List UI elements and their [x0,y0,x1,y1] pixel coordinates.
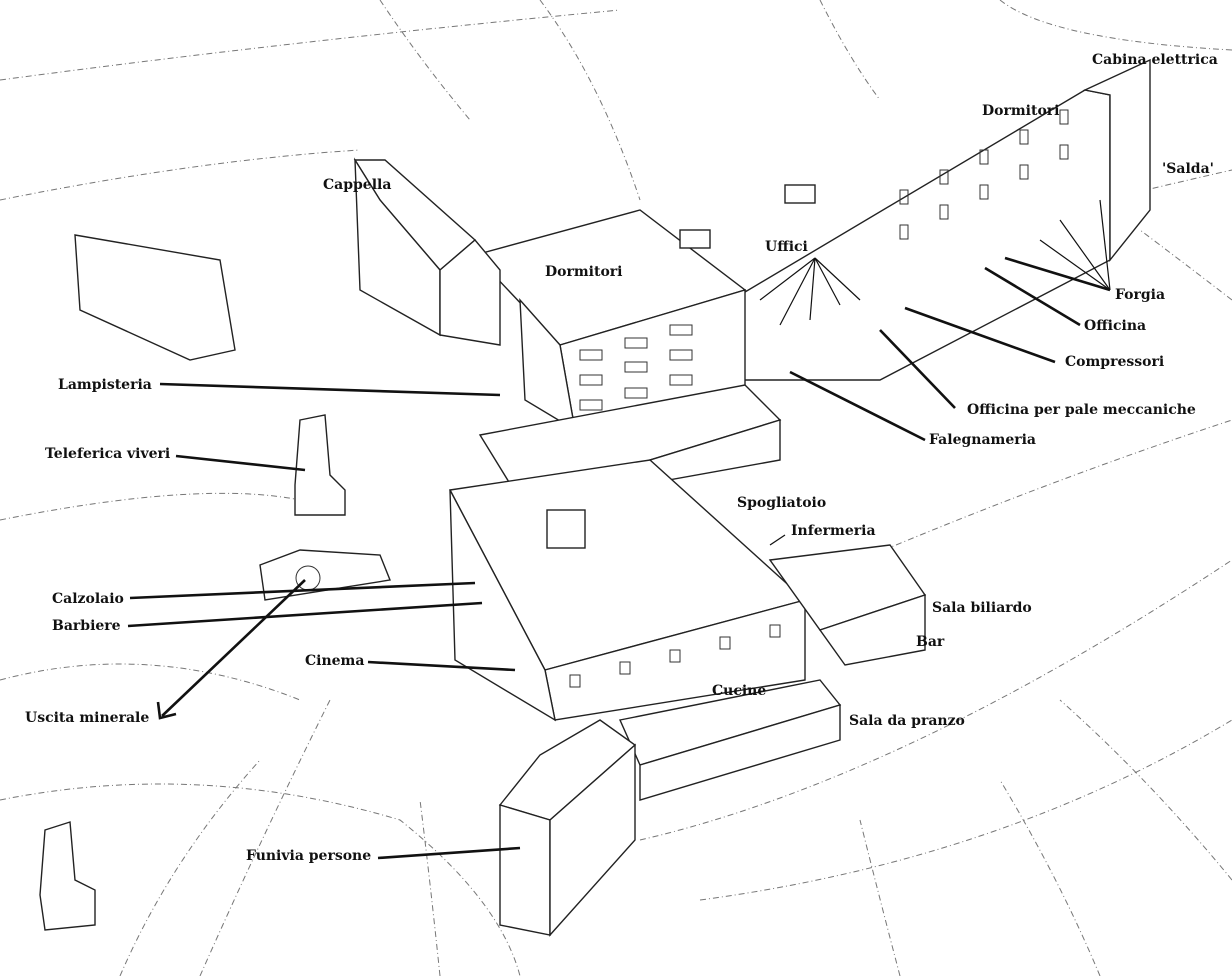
label-cinema: Cinema [305,653,365,669]
label-funivia-persone: Funivia persone [246,848,372,864]
buildings [39,58,1151,937]
label-barbiere: Barbiere [52,618,121,634]
label-forgia: Forgia [1115,287,1166,303]
label-teleferica-viveri: Teleferica viveri [45,446,171,462]
label-officina: Officina [1084,318,1147,334]
label-cabina-elettrica: Cabina elettrica [1092,52,1218,68]
label-compressori: Compressori [1065,354,1165,370]
label-uscita-minerale: Uscita minerale [25,710,150,726]
label-dormitori-main: Dormitori [545,264,623,280]
leader-lines [127,199,1111,860]
label-sala-da-pranzo: Sala da pranzo [849,713,965,729]
label-calzolaio: Calzolaio [52,591,124,607]
label-salda: 'Salda' [1162,161,1214,177]
label-spogliatoio: Spogliatoio [737,495,827,511]
label-cappella: Cappella [323,177,392,193]
label-falegnameria: Falegnameria [929,432,1036,448]
label-uffici: Uffici [765,239,808,255]
label-dormitori-upper: Dormitori [982,103,1060,119]
label-cucine: Cucine [712,683,767,699]
label-sala-biliardo: Sala biliardo [932,600,1032,616]
label-bar: Bar [916,634,945,650]
label-officina-pale: Officina per pale meccaniche [967,402,1196,418]
label-lampisteria: Lampisteria [58,377,152,393]
label-infermeria: Infermeria [791,523,876,539]
